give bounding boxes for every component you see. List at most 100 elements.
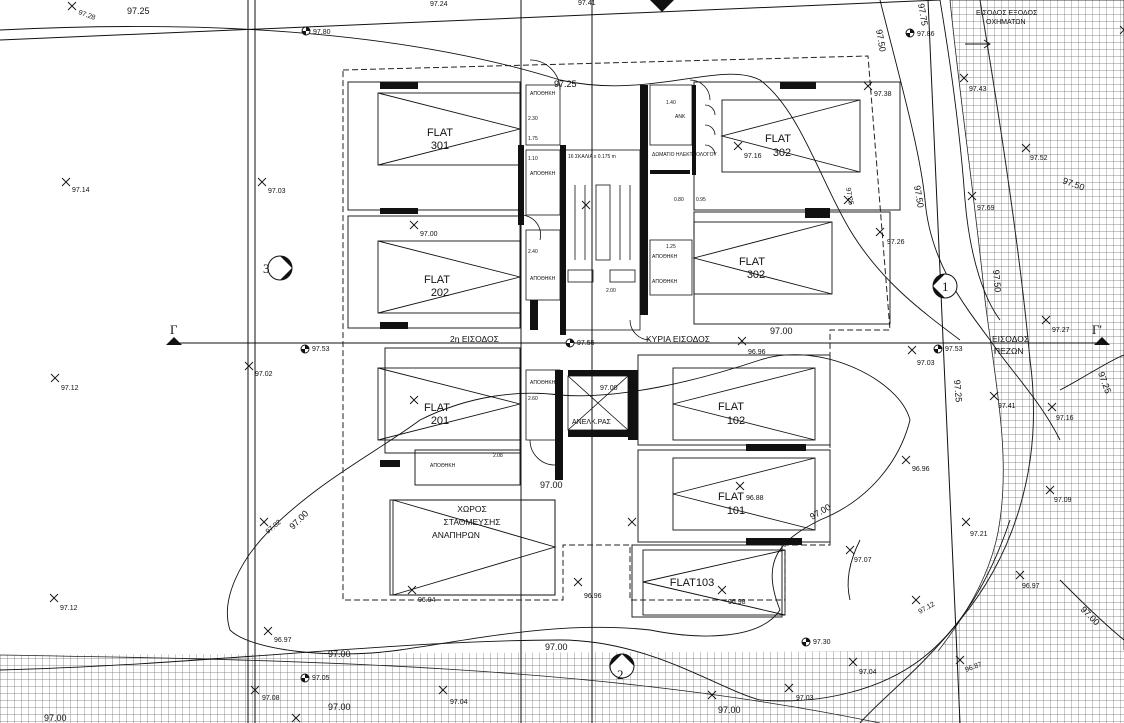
spot-level xyxy=(409,395,419,405)
svg-text:2: 2 xyxy=(617,667,624,682)
svg-text:2.40: 2.40 xyxy=(528,249,538,255)
svg-text:1.40: 1.40 xyxy=(666,100,676,106)
svg-text:1.25: 1.25 xyxy=(666,244,676,250)
svg-text:97.09: 97.09 xyxy=(1054,497,1072,504)
flat-201-label: FLAT xyxy=(424,402,450,414)
svg-text:ΟΧΗΜΑΤΩΝ: ΟΧΗΜΑΤΩΝ xyxy=(986,19,1026,26)
svg-text:101: 101 xyxy=(727,505,745,517)
spot-level xyxy=(581,200,591,210)
svg-text:ΠΕΖΩΝ: ΠΕΖΩΝ xyxy=(994,346,1024,356)
spot-level: 96.88 xyxy=(735,481,764,502)
svg-text:97.00: 97.00 xyxy=(808,502,833,522)
spot-level: 96.96 xyxy=(737,336,766,356)
spot-level: 97.04 xyxy=(438,685,468,706)
svg-text:97.30: 97.30 xyxy=(813,639,831,646)
spot-level: 97.38 xyxy=(863,81,892,98)
section-mark-right: Γ' xyxy=(1092,322,1102,337)
spot-level: 97.16 xyxy=(733,141,762,160)
svg-text:3: 3 xyxy=(263,261,270,276)
svg-text:97.04: 97.04 xyxy=(450,699,468,706)
svg-text:97.25: 97.25 xyxy=(844,187,854,206)
svg-text:96.88: 96.88 xyxy=(746,495,764,502)
contour-labels: 97.25 97.25 97.50 97.75 97.50 97.50 97.2… xyxy=(44,3,1113,723)
spot-level: 97.14 xyxy=(61,177,90,194)
benchmark: 97.55 xyxy=(565,338,595,348)
svg-text:97.53: 97.53 xyxy=(945,346,963,353)
svg-text:96.97: 96.97 xyxy=(274,637,292,644)
spot-level: 96.94 xyxy=(407,585,436,604)
svg-text:202: 202 xyxy=(431,287,449,299)
svg-text:0.95: 0.95 xyxy=(696,197,706,203)
section-line-markers: Γ Γ' xyxy=(166,322,1110,345)
core-area xyxy=(519,59,716,466)
svg-text:97.00: 97.00 xyxy=(328,649,351,659)
stair-label: 16 ΣΚΑΛΙΑ x 0.175 m xyxy=(568,154,616,160)
svg-text:97.50: 97.50 xyxy=(874,29,888,53)
svg-text:97.00: 97.00 xyxy=(44,713,67,723)
spot-level: 97.28 xyxy=(67,1,96,22)
svg-text:ΣΤΑΘΜΕΥΣΗΣ: ΣΤΑΘΜΕΥΣΗΣ xyxy=(444,517,501,527)
svg-text:301: 301 xyxy=(431,140,449,152)
disabled-parking-label: ΧΩΡΟΣ xyxy=(457,504,487,514)
svg-text:102: 102 xyxy=(727,415,745,427)
spot-level: 97.07 xyxy=(845,545,872,564)
svg-text:96.96: 96.96 xyxy=(748,349,766,356)
building-outline xyxy=(342,55,901,618)
spot-level: 97.43 xyxy=(959,73,987,93)
svg-text:97.04: 97.04 xyxy=(859,669,877,676)
svg-text:97.03: 97.03 xyxy=(917,360,935,367)
benchmark: 97.53 xyxy=(300,344,330,354)
spot-level: 97.12 xyxy=(50,373,79,392)
spot-level: 97.21 xyxy=(961,517,988,538)
spot-level: 97.27 xyxy=(1041,315,1070,334)
view-mark-1: 1 xyxy=(932,273,958,299)
svg-text:97.24: 97.24 xyxy=(430,1,448,8)
svg-text:97.41: 97.41 xyxy=(998,403,1016,410)
spot-level: 96.98 xyxy=(717,585,746,606)
benchmarks: 97.80 97.86 97.53 97.55 97.53 97.05 97.3… xyxy=(300,26,963,683)
flat-301-label: FLAT xyxy=(427,127,453,139)
svg-text:97.07: 97.07 xyxy=(854,557,872,564)
area-labels: 2η ΕΙΣΟΔΟΣ ΚΥΡΙΑ ΕΙΣΟΔΟΣ ΕΙΣΟΔΟΣ ΕΞΟΔΟΣ … xyxy=(430,10,1038,540)
svg-text:97.16: 97.16 xyxy=(744,153,762,160)
spot-level: 97.08 xyxy=(250,685,280,702)
storage-label-6: ΑΠΟΘΗΚΗ xyxy=(652,254,678,260)
svg-text:97.27: 97.27 xyxy=(1052,327,1070,334)
flat-302-label: FLAT xyxy=(765,133,791,145)
svg-text:97.00: 97.00 xyxy=(540,480,563,490)
svg-text:97.02: 97.02 xyxy=(255,371,273,378)
svg-text:2.00: 2.00 xyxy=(606,288,616,294)
spot-level: 97.02 xyxy=(259,517,283,536)
spot-level: 97.03 xyxy=(907,345,935,367)
svg-text:2.08: 2.08 xyxy=(493,453,503,459)
svg-text:96.96: 96.96 xyxy=(912,466,930,473)
spot-level: 97.03 xyxy=(257,177,286,195)
storage-label-7: ΑΠΟΘΗΚΗ xyxy=(652,279,678,285)
flat-boxes xyxy=(377,92,861,616)
spot-level: 97.26 xyxy=(875,227,905,246)
svg-text:1: 1 xyxy=(942,279,949,294)
svg-text:97.00: 97.00 xyxy=(545,642,568,652)
svg-text:1.75: 1.75 xyxy=(528,136,538,142)
spot-level: 97.04 xyxy=(848,657,877,676)
svg-text:97.12: 97.12 xyxy=(60,605,78,612)
benchmark: 97.86 xyxy=(905,28,935,38)
storage-label-3: ΑΠΟΘΗΚΗ xyxy=(530,276,556,282)
svg-text:97.80: 97.80 xyxy=(313,29,331,36)
svg-text:97.25: 97.25 xyxy=(127,6,150,16)
pedestrian-entrance-label: ΕΙΣΟΔΟΣ xyxy=(992,334,1029,344)
spot-level: 97.69 xyxy=(967,191,995,212)
svg-text:97.12: 97.12 xyxy=(61,385,79,392)
flat-202-label: FLAT xyxy=(424,274,450,286)
svg-text:97.05: 97.05 xyxy=(312,675,330,682)
svg-text:96.96: 96.96 xyxy=(584,593,602,600)
svg-text:97.25: 97.25 xyxy=(554,79,577,89)
spot-level: 97.41 xyxy=(989,391,1016,410)
spot-level: 97.03 xyxy=(784,683,814,702)
spot-level: 97.25 xyxy=(843,187,854,206)
svg-text:96.94: 96.94 xyxy=(418,597,436,604)
svg-text:97.03: 97.03 xyxy=(268,188,286,195)
main-entrance-label: ΚΥΡΙΑ ΕΙΣΟΔΟΣ xyxy=(646,334,710,344)
